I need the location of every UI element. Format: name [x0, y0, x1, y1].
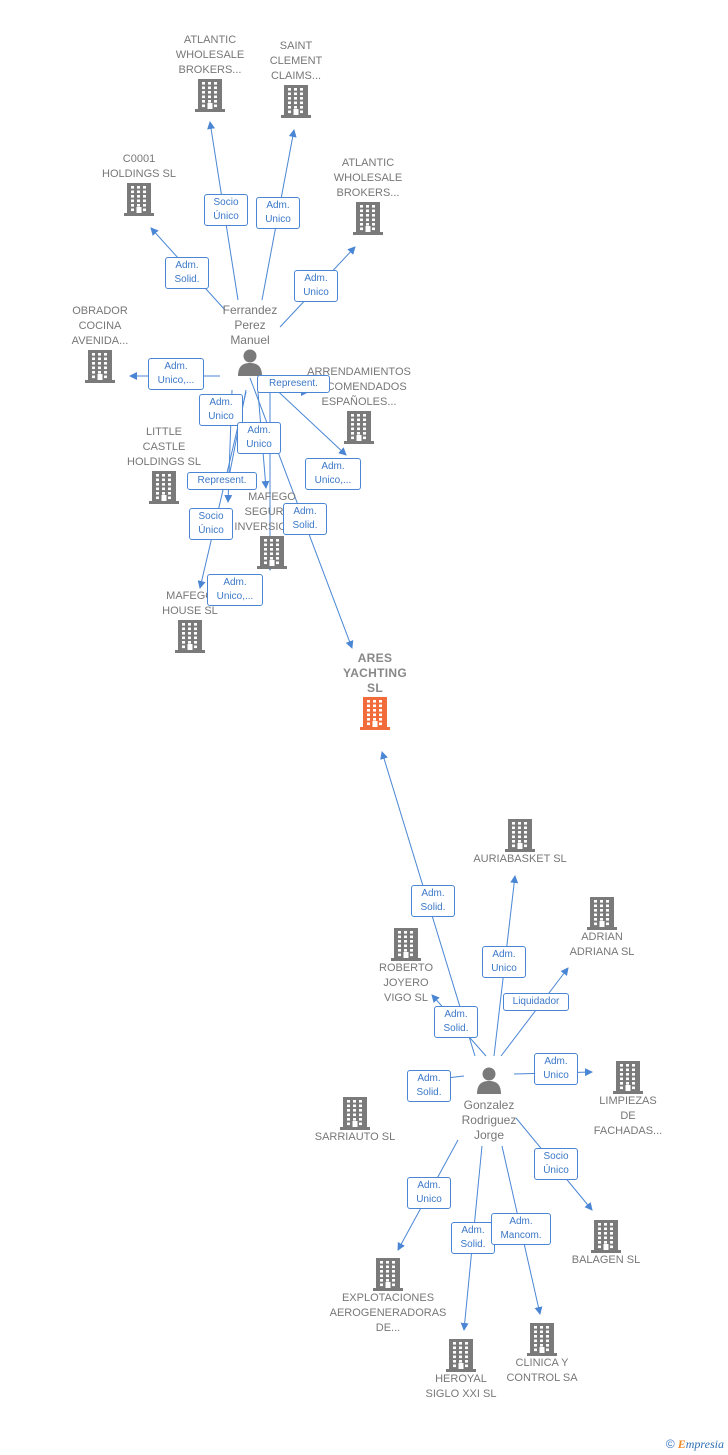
edge-label[interactable]: Adm. Unico — [237, 422, 281, 454]
edge-label[interactable]: Represent. — [257, 375, 330, 393]
building-icon — [578, 1060, 678, 1094]
focus-company-node[interactable]: ARES YACHTING SL — [325, 651, 425, 730]
company-node[interactable]: ARRENDAMIENTOS RECOMENDADOS ESPAÑOLES... — [298, 365, 420, 444]
person-node[interactable]: Ferrandez Perez Manuel — [205, 303, 295, 380]
building-icon — [160, 78, 260, 112]
edge-label[interactable]: Adm. Solid. — [407, 1070, 451, 1102]
building-icon — [356, 927, 456, 961]
company-node[interactable]: LITTLE CASTLE HOLDINGS SL — [112, 425, 216, 504]
edge-label[interactable]: Socio Único — [534, 1148, 578, 1180]
building-icon — [411, 1338, 511, 1372]
company-node[interactable]: MAFEGO HOUSE SL — [140, 589, 240, 653]
company-node[interactable]: ATLANTIC WHOLESALE BROKERS... — [318, 156, 418, 235]
company-node[interactable]: ATLANTIC WHOLESALE BROKERS... — [160, 33, 260, 112]
edge-label[interactable]: Adm. Solid. — [451, 1222, 495, 1254]
edge-label[interactable]: Adm. Unico,... — [207, 574, 263, 606]
edge-label[interactable]: Adm. Unico — [482, 946, 526, 978]
company-node[interactable]: EXPLOTACIONES AEROGENERADORAS DE... — [324, 1257, 452, 1336]
building-icon — [492, 1322, 592, 1356]
edge-label[interactable]: Adm. Solid. — [165, 257, 209, 289]
company-node[interactable]: SARRIAUTO SL — [305, 1096, 405, 1145]
edge-label[interactable]: Adm. Unico — [294, 270, 338, 302]
person-node[interactable]: Gonzalez Rodriguez Jorge — [444, 1066, 534, 1143]
company-node[interactable]: C0001 HOLDINGS SL — [85, 152, 193, 216]
company-node[interactable]: BALAGEN SL — [556, 1219, 656, 1268]
building-icon — [460, 818, 580, 852]
building-icon — [298, 410, 420, 444]
building-icon — [85, 182, 193, 216]
edge-label[interactable]: Adm. Solid. — [434, 1006, 478, 1038]
edge-label[interactable]: Adm. Mancom. — [491, 1213, 551, 1245]
building-icon — [324, 1257, 452, 1291]
building-icon — [140, 619, 240, 653]
brand-logo-initial: E — [677, 1437, 686, 1451]
building-icon — [552, 896, 652, 930]
building-icon — [50, 349, 150, 383]
edge-label[interactable]: Adm. Solid. — [411, 885, 455, 917]
company-node[interactable]: AURIABASKET SL — [460, 818, 580, 867]
edge-line — [267, 381, 347, 456]
company-node[interactable]: ADRIAN ADRIANA SL — [552, 896, 652, 960]
building-icon — [318, 201, 418, 235]
edge-label[interactable]: Adm. Unico — [534, 1053, 578, 1085]
edge-label[interactable]: Adm. Unico — [407, 1177, 451, 1209]
building-icon — [305, 1096, 405, 1130]
edge-label[interactable]: Socio Único — [189, 508, 233, 540]
edge-label[interactable]: Liquidador — [503, 993, 569, 1011]
building-icon — [222, 535, 322, 569]
edge-line — [500, 967, 569, 1057]
edge-label[interactable]: Adm. Solid. — [283, 503, 327, 535]
edge-label[interactable]: Adm. Unico — [199, 394, 243, 426]
brand-logo-text: mpresia — [685, 1437, 724, 1451]
building-icon — [556, 1219, 656, 1253]
edge-label[interactable]: Adm. Unico,... — [305, 458, 361, 490]
edge-label[interactable]: Adm. Unico,... — [148, 358, 204, 390]
building-icon — [112, 470, 216, 504]
building-icon — [246, 84, 346, 118]
company-node[interactable]: HEROYAL SIGLO XXI SL — [411, 1338, 511, 1402]
edge-label[interactable]: Represent. — [187, 472, 257, 490]
company-node[interactable]: LIMPIEZAS DE FACHADAS... — [578, 1060, 678, 1139]
brand-footer: © Empresia — [666, 1437, 724, 1452]
person-icon — [476, 1067, 502, 1097]
company-node[interactable]: CLINICA Y CONTROL SA — [492, 1322, 592, 1386]
building-icon — [325, 696, 425, 730]
company-node[interactable]: OBRADOR COCINA AVENIDA... — [50, 304, 150, 383]
person-icon — [237, 349, 263, 379]
edge-label[interactable]: Adm. Unico — [256, 197, 300, 229]
company-node[interactable]: SAINT CLEMENT CLAIMS... — [246, 39, 346, 118]
copyright-icon: © — [665, 1437, 675, 1451]
company-node[interactable]: ROBERTO JOYERO VIGO SL — [356, 927, 456, 1006]
edge-label[interactable]: Socio Único — [204, 194, 248, 226]
